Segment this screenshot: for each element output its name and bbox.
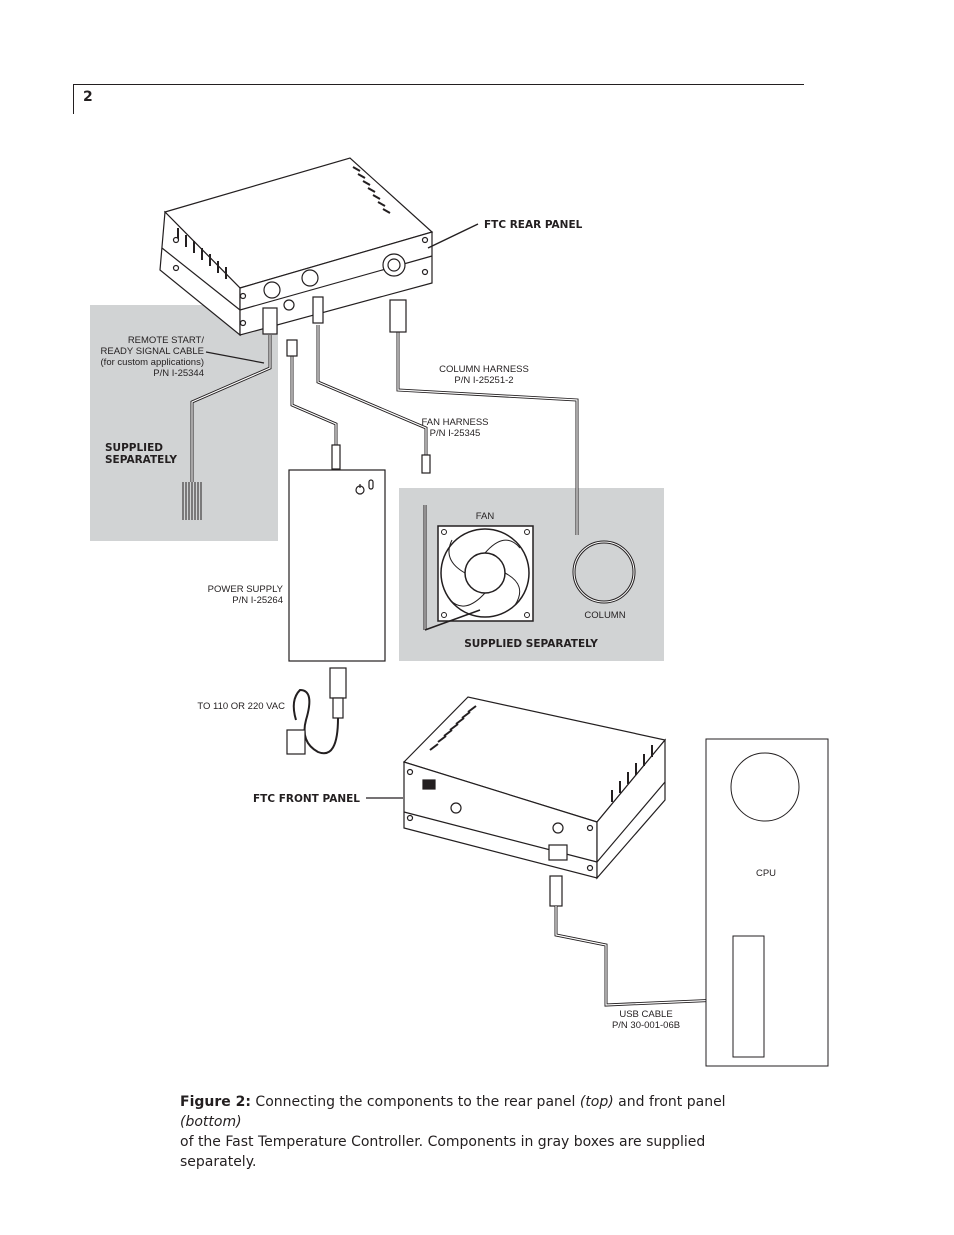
- ftc-rear-panel-label: FTC REAR PANEL: [484, 219, 583, 231]
- figure-caption: Figure 2: Connecting the components to t…: [180, 1092, 780, 1172]
- cable-connectors: [262, 296, 431, 474]
- mains-label: TO 110 OR 220 VAC: [197, 701, 285, 712]
- caption-text-1: Connecting the components to the rear pa…: [250, 1094, 580, 1110]
- supplied-separately-left-2: SEPARATELY: [105, 454, 177, 466]
- ftc-front-unit: [402, 696, 667, 880]
- remote-cable-leader: [205, 351, 265, 364]
- remote-cable-label-2: READY SIGNAL CABLE: [101, 346, 204, 357]
- supplied-separately-right: SUPPLIED SEPARATELY: [464, 638, 598, 650]
- header-tick: [73, 84, 74, 114]
- remote-cable-label-1: REMOTE START/: [128, 335, 205, 346]
- cpu: [705, 738, 829, 1067]
- ftc-rear-unit: [159, 157, 434, 337]
- column-label: COLUMN: [584, 610, 625, 621]
- fan-label: FAN: [476, 511, 495, 522]
- cpu-label: CPU: [756, 868, 776, 879]
- usb-cable-label-1: USB CABLE: [619, 1009, 672, 1020]
- caption-top: (top): [579, 1094, 614, 1110]
- caption-text-2: and front panel: [613, 1094, 726, 1110]
- page-number: 2: [83, 89, 93, 105]
- usb-cable-label-2: P/N 30-001-06B: [612, 1020, 680, 1031]
- caption-text-3: of the Fast Temperature Controller. Comp…: [180, 1134, 706, 1170]
- power-supply-label-2: P/N I-25264: [232, 595, 283, 606]
- fan-harness-label-1: FAN HARNESS: [421, 417, 488, 428]
- column-harness-label-1: COLUMN HARNESS: [439, 364, 529, 375]
- rear-cables-inner: [191, 325, 578, 535]
- supplied-separately-box-left: [90, 305, 278, 541]
- caption-bottom: (bottom): [180, 1114, 242, 1130]
- column-coil: [572, 540, 636, 604]
- column-harness-label-2: P/N I-25251-2: [454, 375, 513, 386]
- ftc-front-panel-label: FTC FRONT PANEL: [253, 793, 360, 805]
- supplied-separately-left-1: SUPPLIED: [105, 442, 163, 454]
- remote-cable-label-4: P/N I-25344: [153, 368, 204, 379]
- fan-harness-label-2: P/N I-25345: [430, 428, 481, 439]
- power-supply: [286, 469, 386, 755]
- fan: [423, 505, 534, 631]
- figure-label: Figure 2:: [180, 1094, 251, 1110]
- remote-cable-label-3: (for custom applications): [101, 357, 204, 368]
- power-supply-label-1: POWER SUPPLY: [208, 584, 284, 595]
- rear-panel-leader: [427, 223, 479, 249]
- header-rule: [73, 84, 804, 85]
- wire-ends: [182, 482, 202, 520]
